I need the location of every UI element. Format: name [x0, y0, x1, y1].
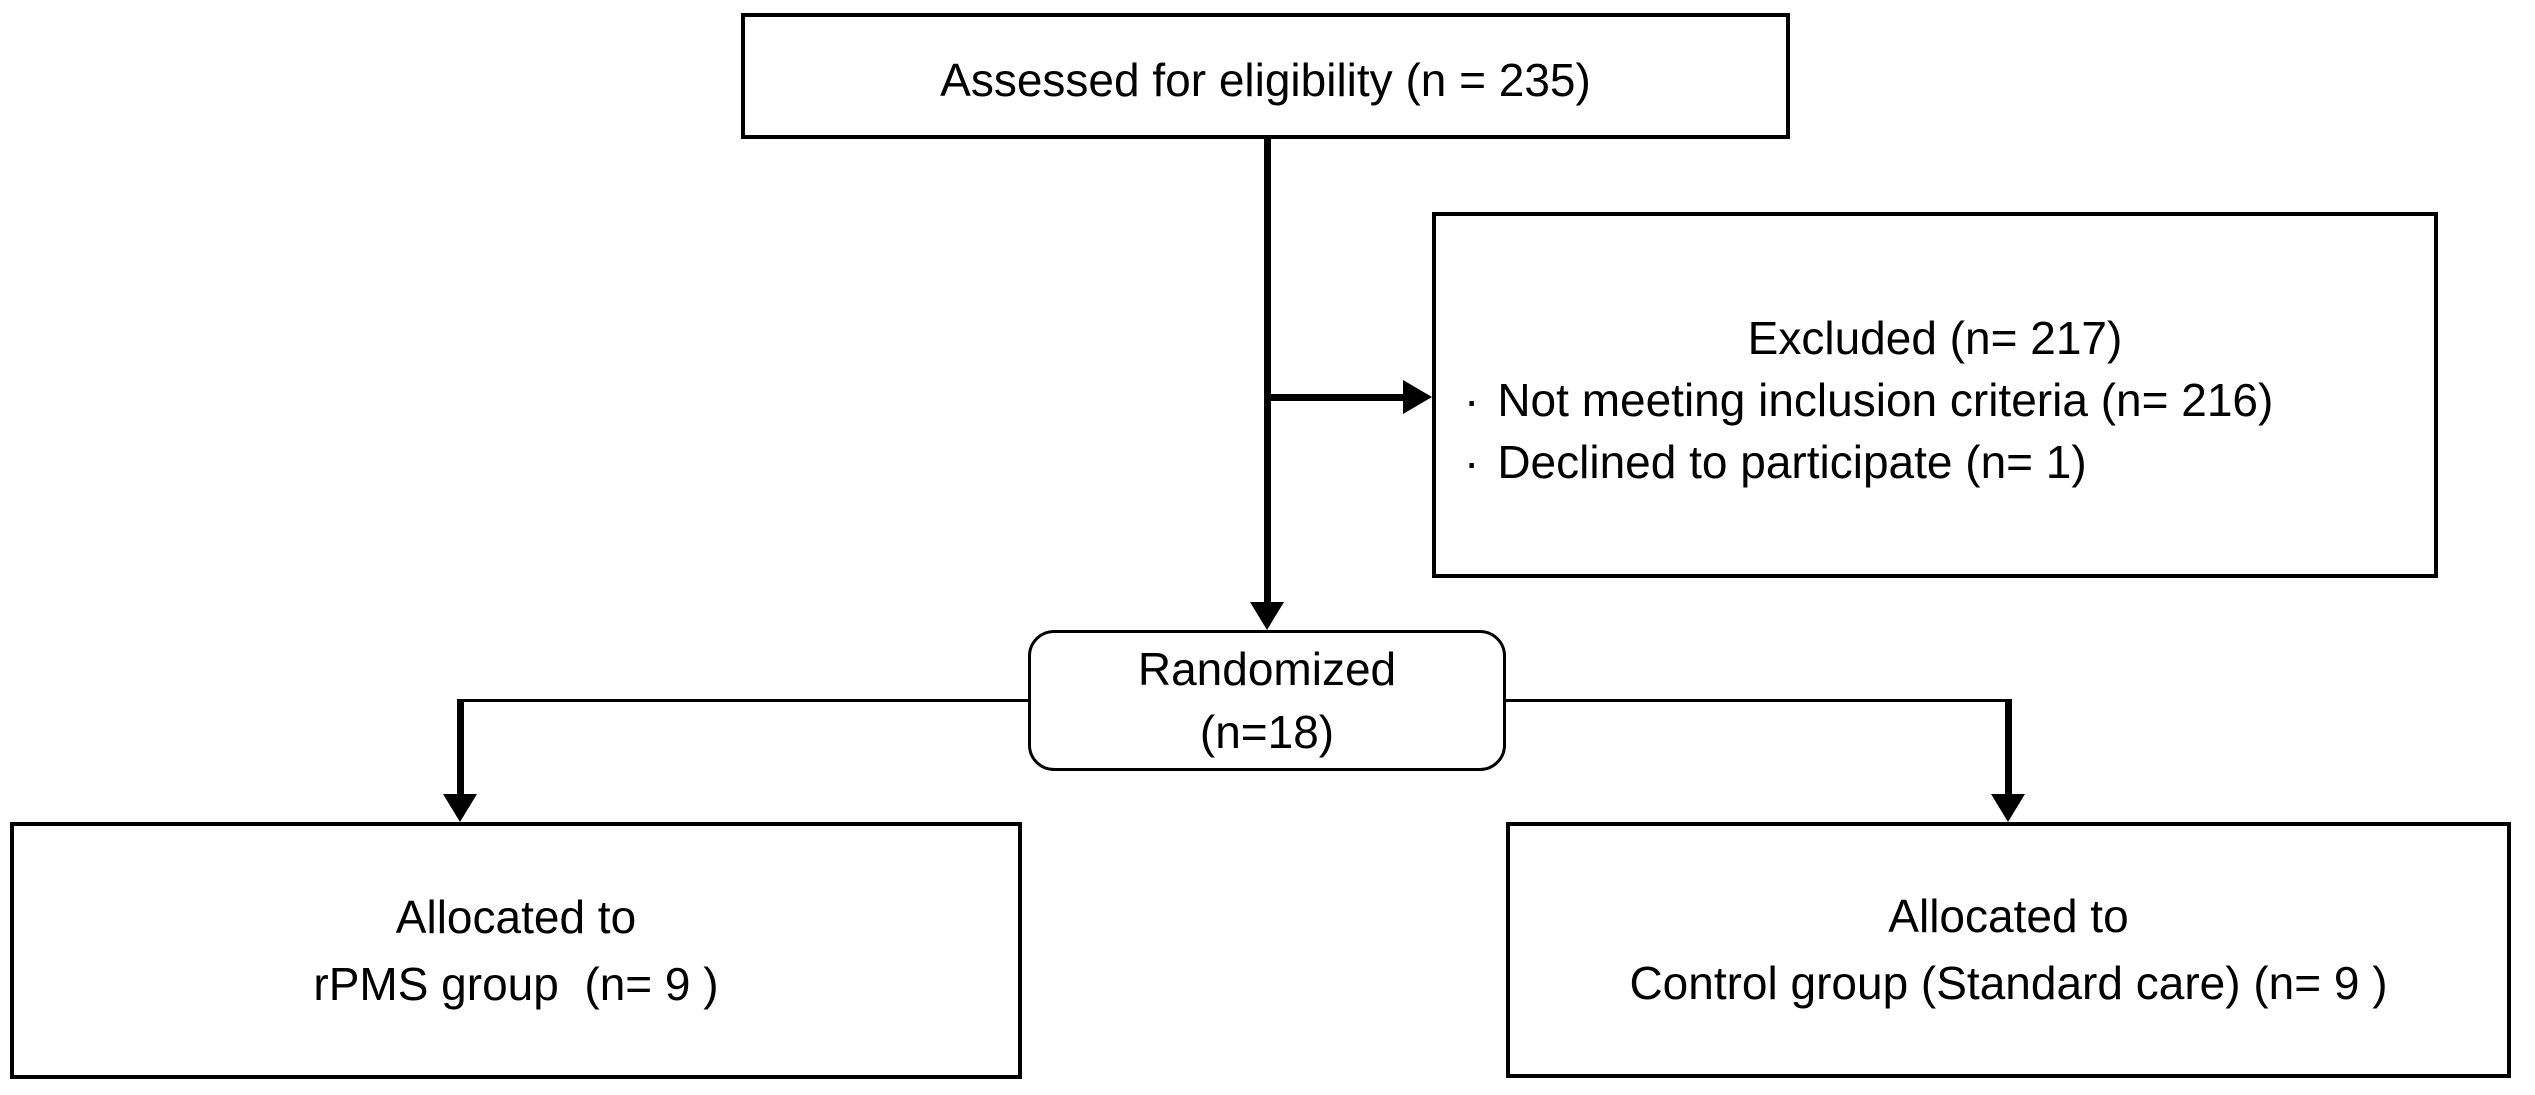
allocated-rpms-line1: Allocated to	[395, 890, 637, 943]
allocated-control-line2: Control group (Standard care) (n= 9 )	[1629, 957, 2388, 1009]
randomized-box-line2: (n=18)	[1199, 705, 1335, 758]
excluded-item-label: Not meeting inclusion criteria (n= 216)	[1497, 374, 2274, 426]
allocated-control-line1: Allocated to	[1888, 890, 2129, 942]
arrowhead-into-excluded-icon	[1403, 380, 1432, 414]
excluded-item-label: Declined to participate (n= 1)	[1497, 436, 2087, 488]
excluded-box: Excluded (n= 217) · Not meeting inclusio…	[1432, 212, 2438, 578]
arrowhead-into-randomized-icon	[1250, 602, 1284, 630]
allocated-rpms-box: Allocated to rPMS group (n= 9 )	[10, 822, 1022, 1079]
allocated-control-box: Allocated to Control group (Standard car…	[1506, 822, 2511, 1078]
allocated-rpms-line2: rPMS group (n= 9 )	[313, 957, 719, 1010]
bullet-icon: ·	[1464, 436, 1480, 488]
assessed-box: Assessed for eligibility (n = 235)	[741, 13, 1790, 139]
connector-branch-to-excluded	[1267, 394, 1403, 401]
excluded-box-title: Excluded (n= 217)	[1747, 312, 2123, 364]
connector-randomized-to-control-horizontal	[1505, 699, 2008, 702]
connector-assessed-to-randomized	[1264, 139, 1271, 603]
connector-randomized-to-rpms-vertical	[457, 699, 464, 796]
connector-randomized-to-control-vertical	[2005, 699, 2012, 796]
excluded-item-row: · Not meeting inclusion criteria (n= 216…	[1436, 369, 2434, 431]
assessed-box-label: Assessed for eligibility (n = 235)	[940, 54, 1591, 106]
randomized-box: Randomized (n=18)	[1028, 630, 1506, 771]
excluded-item-row: · Declined to participate (n= 1)	[1436, 431, 2434, 493]
randomized-box-line1: Randomized	[1137, 642, 1397, 695]
arrowhead-into-rpms-icon	[443, 794, 477, 822]
arrowhead-into-control-icon	[1991, 794, 2025, 822]
bullet-icon: ·	[1464, 374, 1480, 426]
connector-randomized-to-rpms-horizontal	[458, 699, 1028, 702]
